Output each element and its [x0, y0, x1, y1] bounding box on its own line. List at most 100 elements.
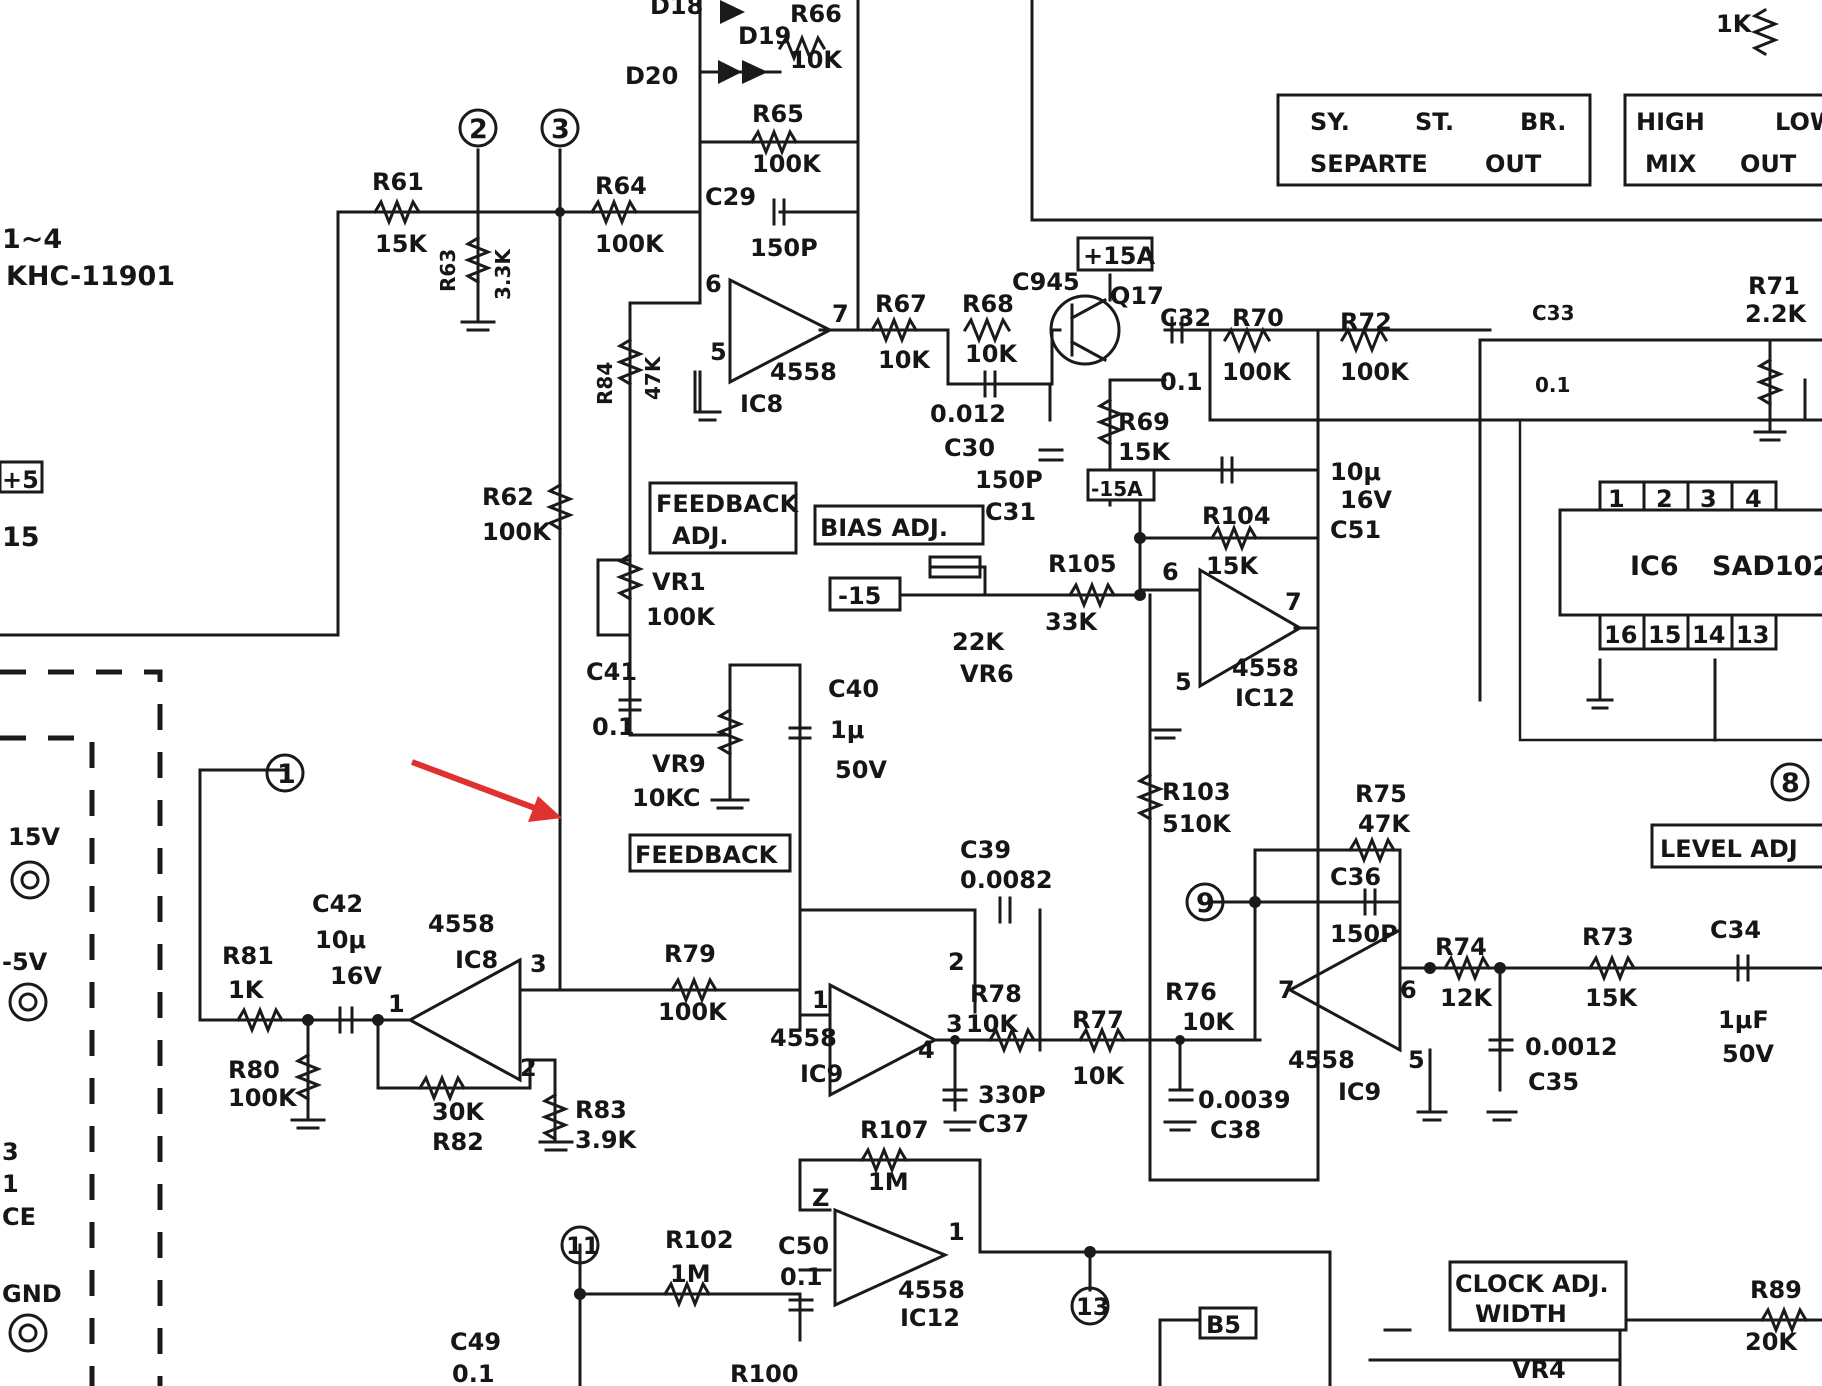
- svg-text:R66: R66: [790, 0, 842, 28]
- mixout-label: OUT: [1740, 150, 1797, 178]
- svg-text:3: 3: [530, 950, 547, 978]
- svg-text:D18: D18: [650, 0, 703, 20]
- r79-body: [669, 975, 719, 1005]
- svg-text:C30: C30: [944, 434, 995, 462]
- svg-text:R75: R75: [1355, 780, 1407, 808]
- svg-text:C42: C42: [312, 890, 363, 918]
- b5-label: B5: [1206, 1311, 1241, 1339]
- ic12a-triangle: [1198, 567, 1303, 689]
- svg-text:4558: 4558: [1288, 1046, 1355, 1074]
- svg-text:0.0039: 0.0039: [1198, 1086, 1291, 1114]
- svg-text:5: 5: [1408, 1046, 1425, 1074]
- ic6-pin-16: 16: [1604, 621, 1637, 649]
- width-label: WIDTH: [1475, 1300, 1567, 1328]
- svg-text:R77: R77: [1072, 1006, 1124, 1034]
- ic9b-triangle: [1286, 927, 1402, 1053]
- svg-text:330P: 330P: [978, 1081, 1046, 1109]
- junctions: [302, 207, 1506, 1300]
- svg-text:100K: 100K: [482, 518, 552, 546]
- svg-text:0.0082: 0.0082: [960, 866, 1053, 894]
- svg-text:R100: R100: [730, 1360, 799, 1386]
- svg-text:R69: R69: [1118, 408, 1170, 436]
- svg-text:R107: R107: [860, 1116, 929, 1144]
- r80-body: [293, 1052, 323, 1102]
- sy-separte-out-box: [1276, 93, 1592, 187]
- r104-body: [1209, 523, 1259, 553]
- svg-text:10K: 10K: [1182, 1008, 1235, 1036]
- r68-body: [962, 315, 1012, 345]
- c50-body: [788, 1298, 814, 1312]
- high-low-mix-out-box: [1623, 93, 1822, 187]
- svg-text:12K: 12K: [1440, 984, 1493, 1012]
- svg-text:10K: 10K: [965, 340, 1018, 368]
- svg-text:C51: C51: [1330, 516, 1381, 544]
- svg-text:R82: R82: [432, 1128, 484, 1156]
- svg-text:15K: 15K: [375, 230, 428, 258]
- svg-text:4: 4: [918, 1036, 935, 1064]
- svg-text:1: 1: [812, 986, 829, 1014]
- r74-body: [1442, 953, 1492, 983]
- c39-body: [998, 896, 1012, 924]
- svg-text:R105: R105: [1048, 550, 1117, 578]
- c38-body: [1168, 1088, 1194, 1102]
- frag-a-label: 3: [2, 1138, 19, 1166]
- r69-body: [1095, 397, 1125, 447]
- bias-adj-box: [813, 504, 985, 546]
- svg-text:R83: R83: [575, 1096, 627, 1124]
- range-label: 1~4: [2, 224, 62, 255]
- svg-text:R104: R104: [1202, 502, 1271, 530]
- node-3: [540, 108, 580, 148]
- ic6-pin-3: 3: [1700, 485, 1717, 513]
- svg-text:47K: 47K: [1358, 810, 1411, 838]
- svg-text:C41: C41: [586, 658, 637, 686]
- terminal-gnd: [8, 1313, 48, 1353]
- out-label: OUT: [1485, 150, 1542, 178]
- svg-text:R67: R67: [875, 290, 927, 318]
- svg-text:D19: D19: [738, 22, 791, 50]
- svg-text:4558: 4558: [770, 358, 837, 386]
- r78-body: [987, 1025, 1037, 1055]
- c32-body: [1170, 316, 1184, 344]
- svg-text:7: 7: [832, 300, 849, 328]
- svg-text:10KC: 10KC: [632, 784, 701, 812]
- c40-body: [788, 726, 812, 740]
- r71-body: [1755, 357, 1785, 407]
- svg-text:4558: 4558: [1232, 654, 1299, 682]
- svg-text:100K: 100K: [646, 603, 716, 631]
- svg-text:R84: R84: [593, 362, 617, 405]
- svg-text:6: 6: [1162, 558, 1179, 586]
- svg-text:1M: 1M: [670, 1260, 711, 1288]
- svg-text:100K: 100K: [658, 998, 728, 1026]
- svg-text:50V: 50V: [835, 756, 887, 784]
- svg-text:IC12: IC12: [900, 1304, 960, 1332]
- svg-text:1μF: 1μF: [1718, 1006, 1769, 1034]
- svg-text:15K: 15K: [1118, 438, 1171, 466]
- node-2: [458, 108, 498, 148]
- node-11-label: 11: [566, 1232, 599, 1260]
- svg-text:Z: Z: [812, 1184, 829, 1212]
- svg-text:C33: C33: [1532, 301, 1575, 325]
- ic6-pin-15: 15: [1648, 621, 1681, 649]
- svg-text:R63: R63: [436, 249, 460, 292]
- r102-body: [662, 1279, 712, 1309]
- resistors: [235, 7, 1809, 1335]
- ic6-pin-1: 1: [1608, 485, 1625, 513]
- svg-text:0.0012: 0.0012: [1525, 1033, 1618, 1061]
- st-label: ST.: [1415, 108, 1454, 136]
- low-label: LOW: [1775, 108, 1822, 136]
- grounds: [290, 320, 1787, 1332]
- c35-body: [1488, 1038, 1514, 1052]
- svg-text:C49: C49: [450, 1328, 501, 1356]
- annotation-arrow: [410, 759, 562, 822]
- opamps: [406, 277, 1402, 1308]
- svg-text:C38: C38: [1210, 1116, 1261, 1144]
- plus15a-box: [1076, 236, 1154, 272]
- svg-text:2.2K: 2.2K: [1745, 300, 1808, 328]
- r64-body: [589, 197, 639, 227]
- c29-body: [772, 198, 786, 226]
- v15v-label: 15V: [8, 823, 60, 851]
- ic6-chip: 1 2 3 4 16 15 14 13 IC6 SAD1024: [1558, 480, 1822, 651]
- node-11: [560, 1225, 600, 1265]
- svg-text:R102: R102: [665, 1226, 734, 1254]
- minus15a-box: [1086, 468, 1156, 502]
